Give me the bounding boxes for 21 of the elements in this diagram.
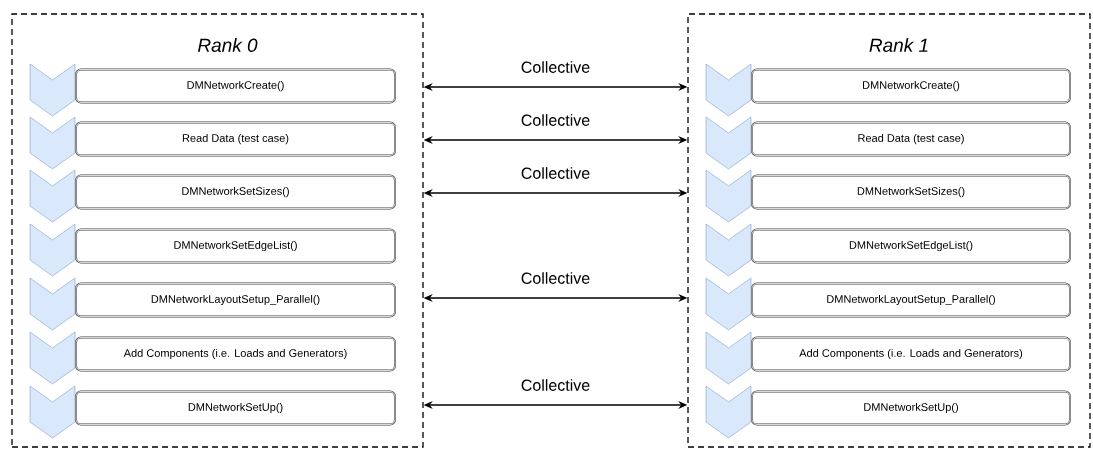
panel-title: Rank 1 <box>869 38 928 52</box>
process-box: DMNetworkCreate() <box>75 68 396 104</box>
process-box: DMNetworkSetUp() <box>75 390 396 426</box>
process-box: DMNetworkSetEdgeList() <box>751 228 1071 264</box>
process-box: DMNetworkSetEdgeList() <box>75 228 396 264</box>
panel-title: Rank 0 <box>198 38 258 52</box>
process-box: DMNetworkSetSizes() <box>751 174 1071 210</box>
edge-label: Collective <box>521 272 590 284</box>
process-box: Add Components (i.e. Loads and Generators) <box>751 336 1071 372</box>
edge-label: Collective <box>521 114 590 126</box>
process-box: DMNetworkSetSizes() <box>75 174 396 210</box>
process-box: DMNetworkLayoutSetup_Parallel() <box>751 282 1071 318</box>
edge-label: Collective <box>521 167 590 179</box>
process-box: Add Components (i.e. Loads and Generators) <box>75 336 396 372</box>
process-box: DMNetworkCreate() <box>751 68 1071 104</box>
process-box: DMNetworkLayoutSetup_Parallel() <box>75 282 396 318</box>
process-box: Read Data (test case) <box>75 121 396 157</box>
edge-label: Collective <box>521 61 590 73</box>
process-box: Read Data (test case) <box>751 121 1071 157</box>
edge-label: Collective <box>521 379 590 391</box>
process-box: DMNetworkSetUp() <box>751 390 1071 426</box>
